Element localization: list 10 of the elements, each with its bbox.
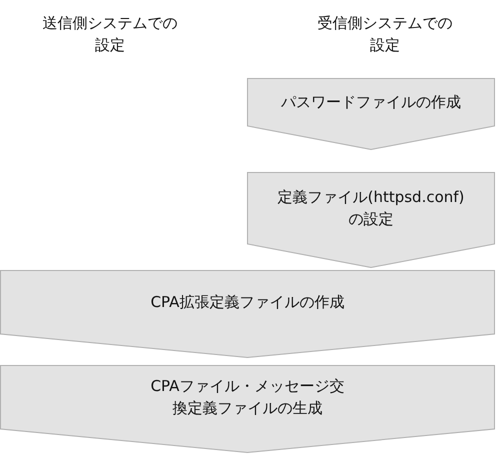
column-heading: 受信側システムでの設定 bbox=[316, 13, 454, 56]
step-text: CPA拡張定義ファイルの作成 bbox=[150, 292, 344, 313]
process-arrow-shape bbox=[0, 365, 495, 453]
process-arrow-shape bbox=[247, 78, 495, 150]
process-arrow-shape bbox=[247, 172, 495, 268]
step-text: パスワードファイルの作成 bbox=[281, 92, 461, 113]
step-text: CPAファイル・メッセージ交換定義ファイルの生成 bbox=[150, 376, 346, 419]
process-arrow-shape bbox=[0, 270, 495, 358]
column-heading: 送信側システムでの設定 bbox=[42, 13, 178, 56]
step-text: 定義ファイル(httpsd.conf)の設定 bbox=[276, 187, 466, 230]
